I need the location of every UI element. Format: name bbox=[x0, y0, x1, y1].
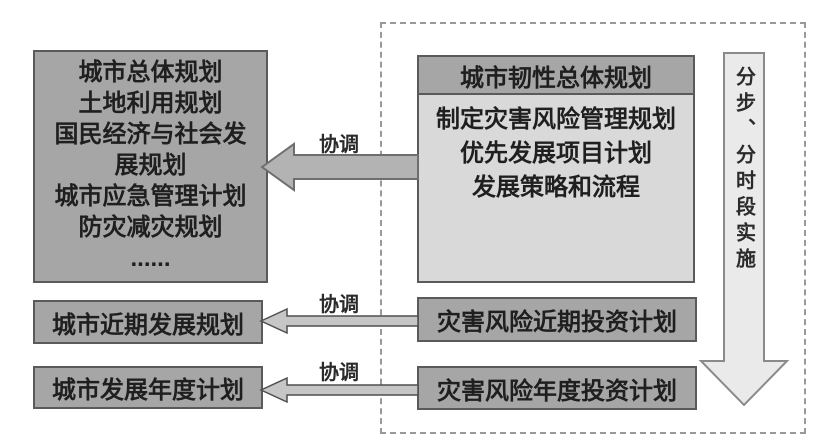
disaster-annual-investment-box: 灾害风险年度投资计划 bbox=[417, 366, 697, 410]
existing-plans-box: 城市总体规划 土地利用规划 国民经济与社会发展规划 城市应急管理计划 防灾减灾规… bbox=[33, 50, 268, 283]
resilience-line: 发展策略和流程 bbox=[472, 174, 640, 201]
resilience-line: 优先发展项目计划 bbox=[460, 140, 652, 167]
plans-line: 城市总体规划 bbox=[78, 59, 223, 86]
plans-ellipsis: ...... bbox=[130, 245, 171, 272]
plans-line: 防灾减灾规划 bbox=[78, 214, 223, 241]
urban-annual-plan-box: 城市发展年度计划 bbox=[33, 366, 263, 409]
urban-near-term-plan-box: 城市近期发展规划 bbox=[33, 300, 263, 344]
implementation-label: 分步、分时段实施 bbox=[732, 66, 755, 274]
resilience-master-plan-box: 城市韧性总体规划 制定灾害风险管理规划 优先发展项目计划 发展策略和流程 bbox=[417, 55, 695, 283]
resilience-line: 制定灾害风险管理规划 bbox=[436, 106, 676, 133]
resilience-box-title: 城市韧性总体规划 bbox=[419, 57, 693, 95]
resilience-box-body: 制定灾害风险管理规划 优先发展项目计划 发展策略和流程 bbox=[419, 95, 693, 281]
coordination-label-3: 协调 bbox=[319, 362, 359, 384]
coordination-label-1: 协调 bbox=[319, 134, 359, 156]
coordination-label-2: 协调 bbox=[319, 294, 359, 316]
plans-line: 国民经济与社会发展规划 bbox=[54, 121, 247, 179]
phased-implementation-region bbox=[380, 22, 806, 434]
disaster-near-term-investment-box: 灾害风险近期投资计划 bbox=[417, 297, 697, 342]
plans-line: 城市应急管理计划 bbox=[54, 183, 247, 210]
plans-line: 土地利用规划 bbox=[78, 90, 223, 117]
